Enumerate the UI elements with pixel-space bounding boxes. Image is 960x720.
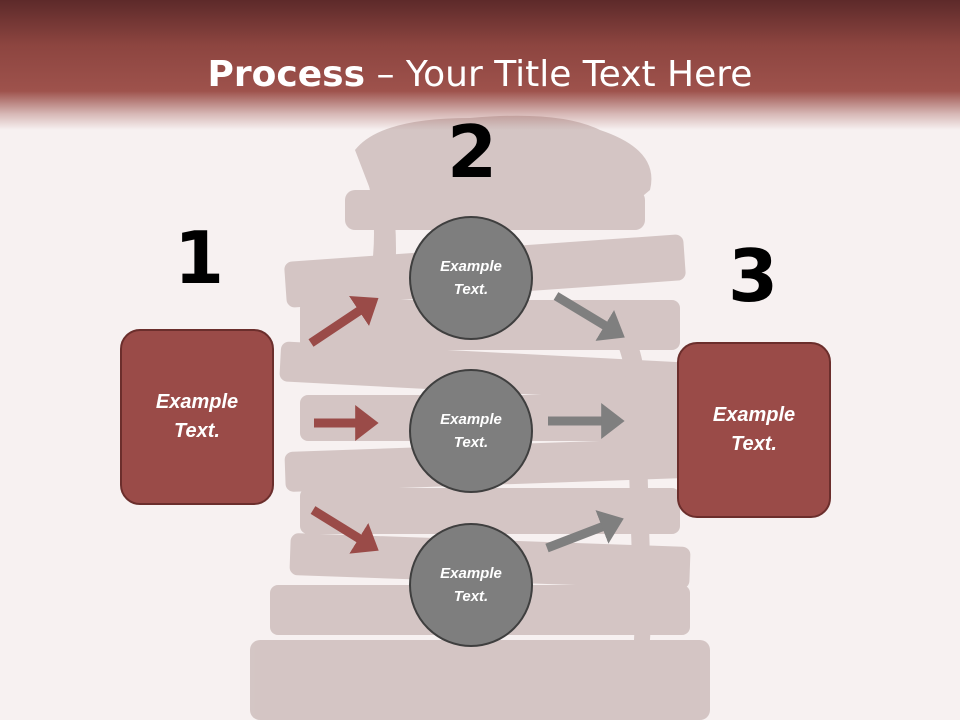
left-step-box-text: Example Text. [155, 391, 239, 442]
step-number-1: 1 [173, 216, 225, 300]
step-number-2: 2 [446, 110, 498, 194]
arrow-down-right-icon [310, 506, 379, 554]
title-rest-part: – Your Title Text Here [365, 54, 753, 95]
circle-middle-text: Example Text. [440, 411, 502, 451]
right-step-box[interactable]: Example Text. [677, 342, 831, 518]
circle-bottom[interactable]: Example Text. [409, 523, 533, 647]
slide-title: Process – Your Title Text Here [0, 52, 960, 98]
step-number-3: 3 [727, 234, 779, 318]
circle-bottom-text: Example Text. [440, 565, 502, 605]
title-bar [0, 0, 960, 130]
right-step-box-text: Example Text. [712, 404, 796, 455]
arrow-down-right-icon [553, 292, 625, 341]
circle-top-text: Example Text. [440, 258, 502, 298]
circle-top[interactable]: Example Text. [409, 216, 533, 340]
circle-middle[interactable]: Example Text. [409, 369, 533, 493]
title-bold-part: Process [207, 54, 366, 95]
arrow-up-right-icon [545, 510, 624, 553]
arrow-up-right-icon [308, 296, 379, 347]
left-step-box[interactable]: Example Text. [120, 329, 274, 505]
